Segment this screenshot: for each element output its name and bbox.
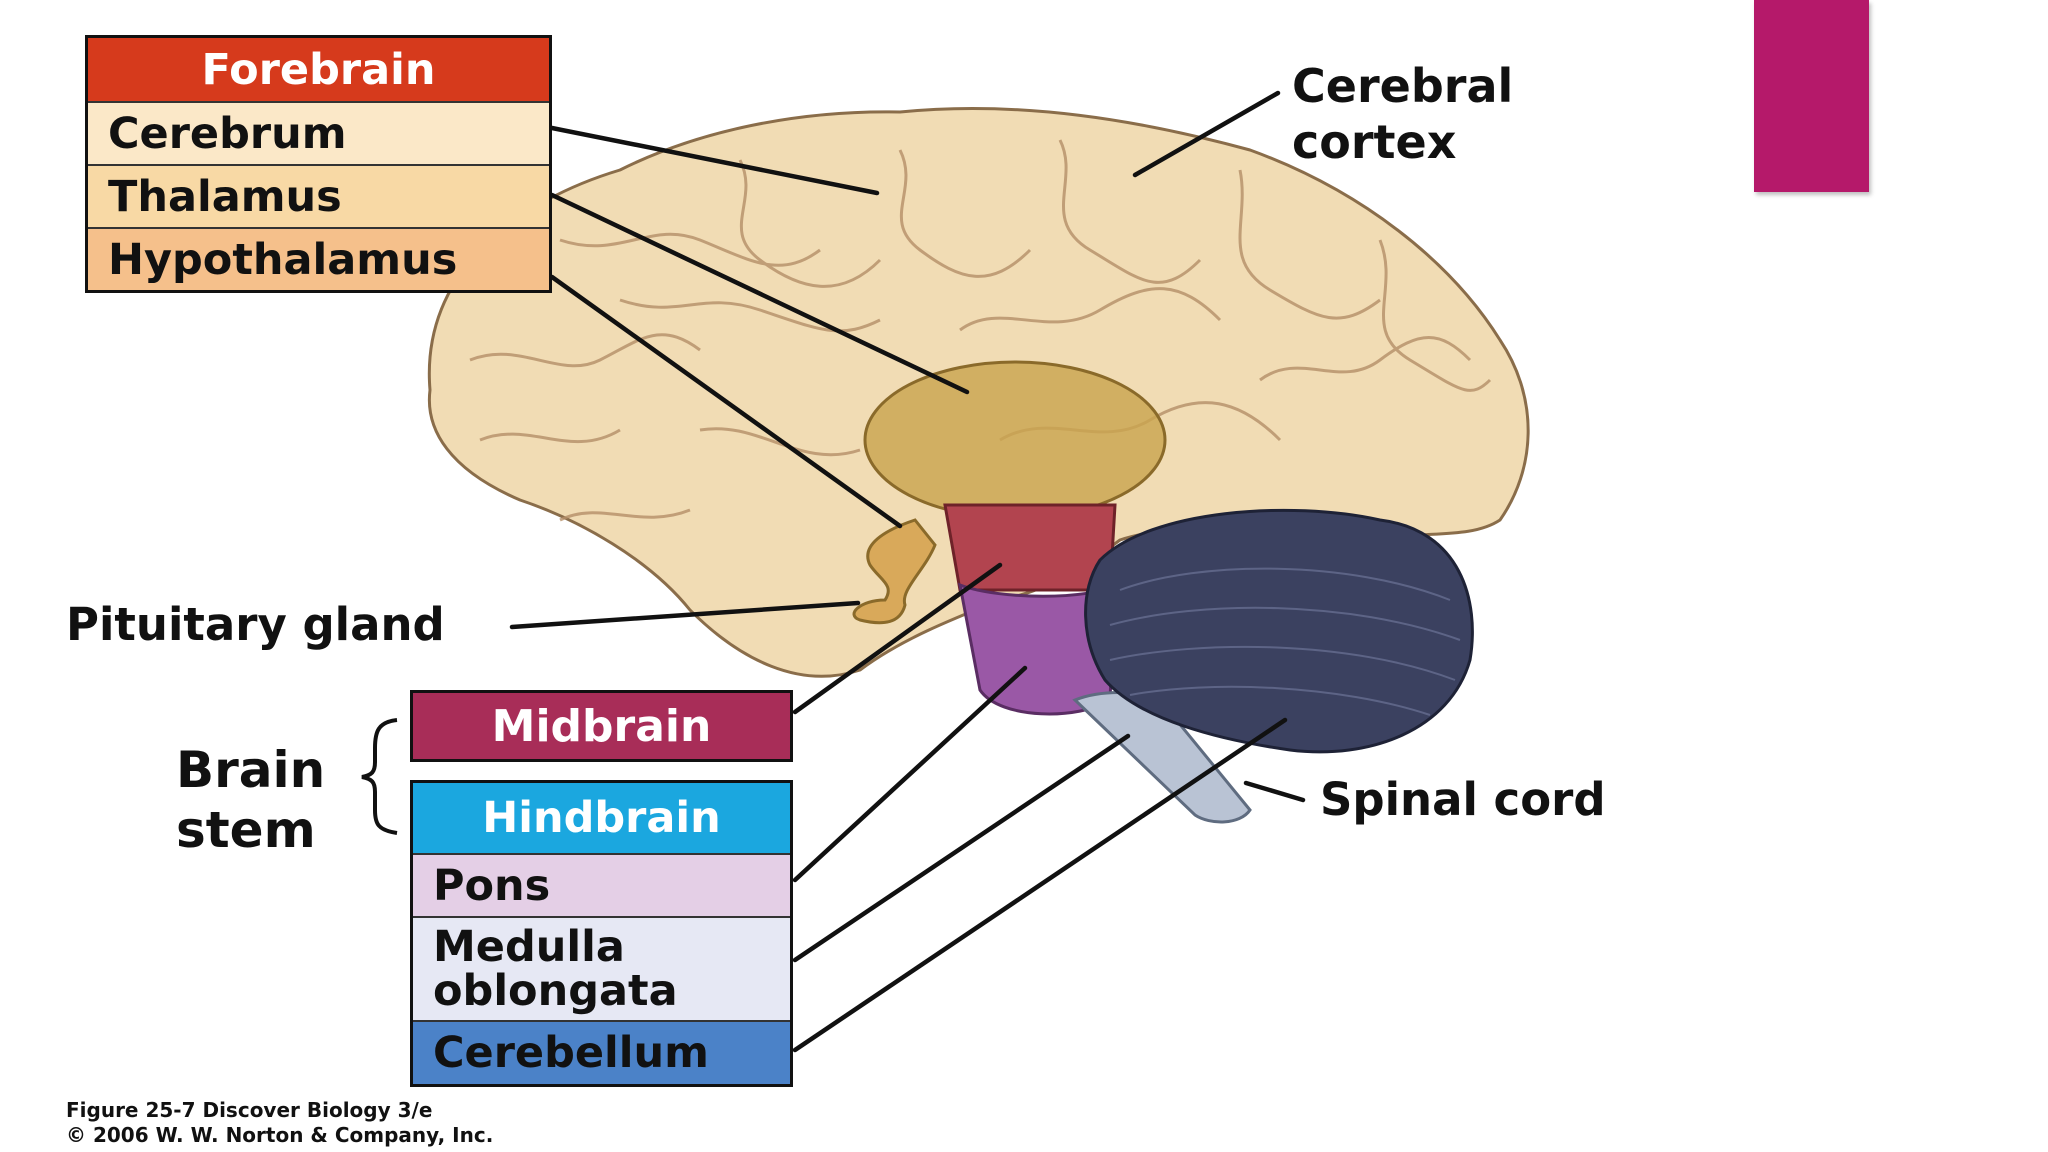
- hindbrain-legend: Hindbrain Pons Medulla oblongata Cerebel…: [410, 780, 793, 1087]
- leader-cerebellum: [792, 717, 1288, 1053]
- forebrain-header: Forebrain: [88, 38, 549, 101]
- brain-stem-label: Brain stem: [176, 740, 325, 860]
- hindbrain-header: Hindbrain: [413, 783, 790, 853]
- leader-spinal-cord: [1243, 780, 1306, 803]
- leader-pons: [792, 665, 1028, 883]
- leader-pituitary: [509, 600, 861, 630]
- brainstem-brace: [361, 718, 398, 835]
- figure-caption: Figure 25-7 Discover Biology 3/e © 2006 …: [66, 1098, 493, 1148]
- cortex-line1: Cerebral: [1292, 59, 1514, 113]
- cerebrum-label: Cerebrum: [88, 101, 549, 164]
- leader-thalamus: [549, 192, 970, 395]
- cerebellum-shape: [1084, 508, 1474, 754]
- cortex-line2: cortex: [1292, 115, 1457, 169]
- leader-cerebrum: [549, 125, 880, 196]
- caption-line2: © 2006 W. W. Norton & Company, Inc.: [66, 1123, 494, 1147]
- midbrain-shape: [943, 503, 1117, 592]
- spinal-cord-label: Spinal cord: [1320, 773, 1606, 826]
- forebrain-legend: Forebrain Cerebrum Thalamus Hypothalamus: [85, 35, 552, 293]
- medulla-shape: [1072, 691, 1252, 824]
- medulla-label: Medulla oblongata: [413, 916, 790, 1020]
- leader-medulla: [792, 733, 1131, 963]
- brainstem-line1: Brain: [176, 741, 326, 799]
- cerebellum-label: Cerebellum: [413, 1020, 790, 1084]
- leader-cortex: [1132, 90, 1281, 178]
- thalamus-shape: [863, 360, 1167, 520]
- cerebral-cortex-label: Cerebral cortex: [1292, 58, 1513, 170]
- thalamus-label: Thalamus: [88, 164, 549, 227]
- pituitary-shape: [852, 518, 937, 625]
- medulla-line1: Medulla: [433, 922, 625, 972]
- hypothalamus-label: Hypothalamus: [88, 227, 549, 290]
- brainstem-line2: stem: [176, 801, 316, 859]
- pituitary-gland-label: Pituitary gland: [66, 598, 445, 651]
- midbrain-legend: Midbrain: [410, 690, 793, 762]
- leader-hypothalamus: [549, 274, 903, 529]
- leader-midbrain: [792, 562, 1003, 715]
- caption-line1: Figure 25-7 Discover Biology 3/e: [66, 1098, 433, 1122]
- pons-label: Pons: [413, 853, 790, 916]
- midbrain-header: Midbrain: [413, 693, 790, 759]
- medulla-line2: oblongata: [433, 966, 678, 1016]
- accent-bar: [1754, 0, 1869, 192]
